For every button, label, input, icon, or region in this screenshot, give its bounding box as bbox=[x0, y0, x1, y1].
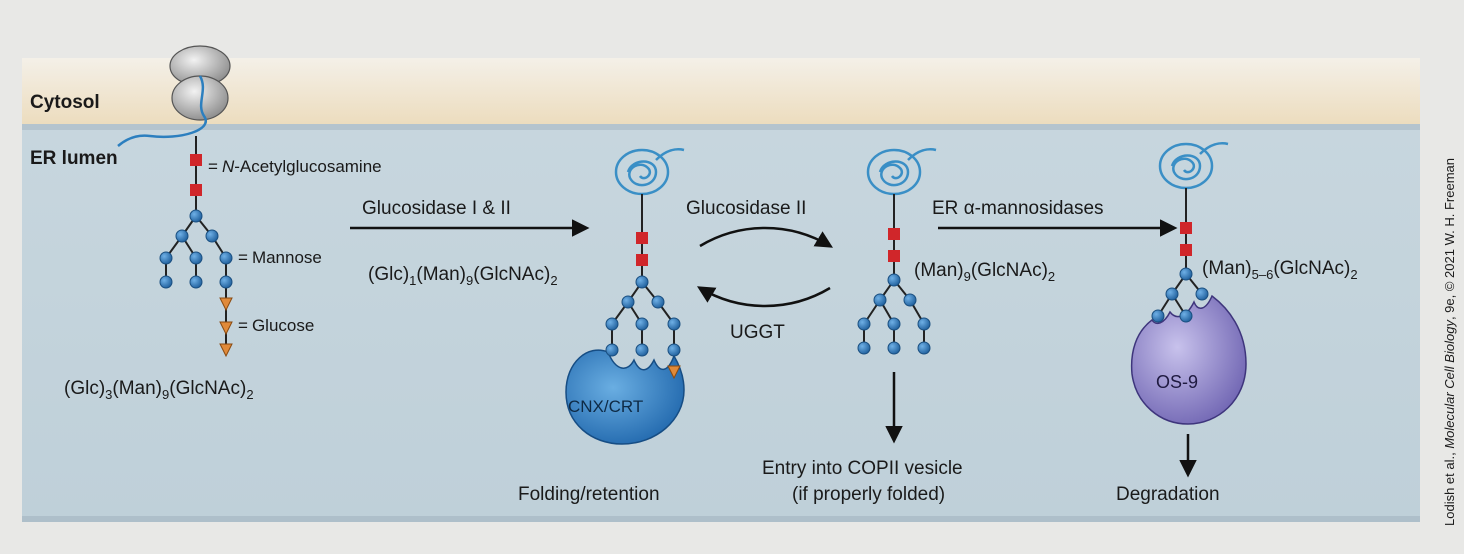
glcnac-residue bbox=[1180, 244, 1192, 256]
outcome-degradation: Degradation bbox=[1116, 484, 1220, 505]
legend-glcnac: =N-Acetylglucosamine bbox=[208, 157, 382, 176]
legend-mannose: =Mannose bbox=[238, 248, 322, 267]
nascent-polypeptide bbox=[117, 75, 207, 147]
os9-lectin bbox=[1130, 294, 1247, 425]
glcnac-residue bbox=[1180, 222, 1192, 234]
mannose-residues bbox=[159, 209, 233, 289]
glcnac-residue bbox=[636, 232, 648, 244]
er-lumen-label: ER lumen bbox=[30, 148, 118, 169]
formula-step1: (Glc)1(Man)9(GlcNAc)2 bbox=[368, 264, 558, 288]
cnx-crt-lectin bbox=[565, 349, 685, 445]
outcome-copii-line1: Entry into COPII vesicle bbox=[762, 458, 963, 479]
glcnac-residue bbox=[888, 250, 900, 262]
outcome-folding: Folding/retention bbox=[518, 484, 660, 505]
enzyme-er-mannosidases: ER α-mannosidases bbox=[932, 198, 1104, 219]
glucose-residue bbox=[667, 365, 681, 380]
arrow-glucosidase-2 bbox=[699, 226, 834, 248]
glcnac-residue bbox=[636, 254, 648, 266]
cytosol-band bbox=[22, 58, 1420, 126]
formula-start: (Glc)3(Man)9(GlcNAc)2 bbox=[64, 378, 254, 402]
glcnac-residue bbox=[190, 154, 202, 166]
glucose-residues bbox=[219, 297, 233, 358]
mannose-residues bbox=[857, 273, 931, 355]
mannose-residues bbox=[605, 275, 681, 357]
er-membrane bbox=[22, 124, 1420, 130]
enzyme-uggt: UGGT bbox=[730, 322, 785, 343]
protein-os9: OS-9 bbox=[1156, 372, 1198, 392]
formula-step2: (Man)9(GlcNAc)2 bbox=[914, 260, 1055, 284]
cytosol-label: Cytosol bbox=[30, 92, 100, 113]
ribosome-icon bbox=[169, 45, 231, 121]
arrow-uggt bbox=[696, 286, 831, 308]
mannose-residues bbox=[1151, 267, 1209, 323]
glcnac-residue bbox=[190, 184, 202, 196]
protein-cnx-crt: CNX/CRT bbox=[568, 397, 643, 416]
outcome-copii-line2: (if properly folded) bbox=[792, 484, 945, 505]
legend-glucose: =Glucose bbox=[238, 316, 314, 335]
enzyme-glucosidase-2: Glucosidase II bbox=[686, 198, 806, 219]
formula-step3: (Man)5–6(GlcNAc)2 bbox=[1202, 258, 1358, 282]
glcnac-residue bbox=[888, 228, 900, 240]
enzyme-glucosidase-1-2: Glucosidase I & II bbox=[362, 198, 511, 219]
figure-credit: Lodish et al., Molecular Cell Biology, 9… bbox=[1442, 158, 1457, 526]
lumen-bottom-edge bbox=[22, 516, 1420, 522]
